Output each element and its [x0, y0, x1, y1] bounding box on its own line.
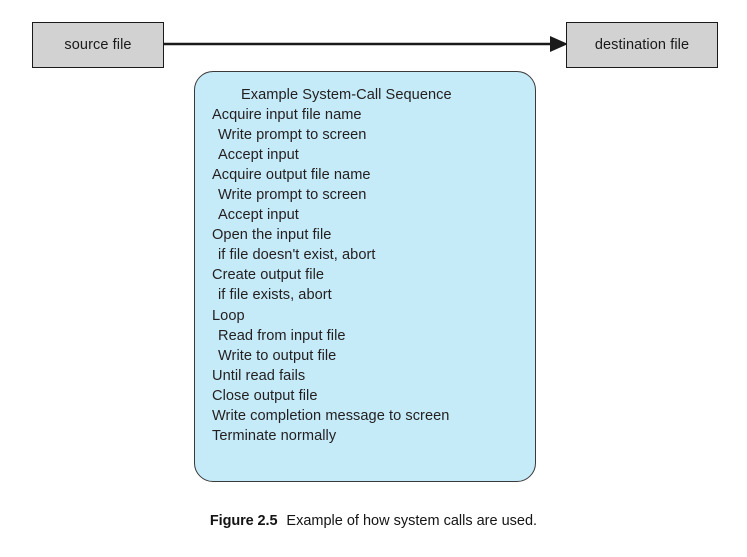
- source-file-label: source file: [64, 37, 132, 53]
- sequence-step: Accept input: [218, 207, 299, 224]
- copy-flow-arrow-icon: [164, 36, 568, 52]
- sequence-step: Acquire output file name: [212, 167, 371, 184]
- system-call-sequence-list: Example System-Call Sequence Acquire inp…: [212, 85, 527, 446]
- sequence-step: Create output file: [212, 267, 325, 284]
- system-call-sequence-panel: Example System-Call Sequence Acquire inp…: [194, 71, 536, 482]
- figure-caption: Figure 2.5 Example of how system calls ar…: [0, 513, 747, 529]
- arrow-head: [550, 36, 568, 52]
- sequence-step: Read from input file: [218, 327, 346, 344]
- sequence-step: Write completion message to screen: [212, 407, 450, 424]
- sequence-step: Open the input file: [212, 227, 332, 244]
- sequence-step: Accept input: [218, 147, 299, 164]
- sequence-step: Terminate normally: [212, 427, 337, 444]
- sequence-step: Acquire input file name: [212, 107, 362, 124]
- sequence-step: Write to output file: [218, 347, 337, 364]
- sequence-step: Until read fails: [212, 367, 306, 384]
- source-file-box: source file: [32, 22, 164, 68]
- destination-file-label: destination file: [594, 37, 690, 53]
- figure-caption-text: Example of how system calls are used.: [286, 513, 538, 529]
- sequence-step: Close output file: [212, 387, 318, 404]
- sequence-step: Loop: [212, 307, 245, 324]
- sequence-step: if file doesn't exist, abort: [218, 247, 376, 264]
- sequence-step: Write prompt to screen: [218, 127, 367, 144]
- sequence-step: Write prompt to screen: [218, 187, 367, 204]
- figure-caption-label: Figure 2.5: [209, 513, 278, 529]
- destination-file-box: destination file: [566, 22, 718, 68]
- sequence-step: if file exists, abort: [218, 287, 332, 304]
- sequence-title: Example System-Call Sequence: [241, 87, 452, 103]
